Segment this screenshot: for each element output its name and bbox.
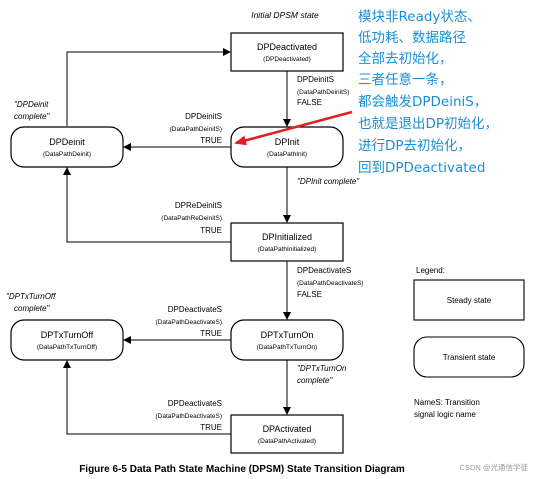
state-name: DPDeinit — [49, 137, 85, 147]
transition-subname: (DataPathDeactivateS) — [156, 413, 222, 420]
initial-state-label: Initial DPSM state — [251, 10, 319, 20]
state-dpactivated: DPActivated (DataPathActivated) — [230, 414, 344, 454]
transition-name: DPDeinitS — [185, 112, 222, 121]
complete-line: "DPTxTurnOff — [6, 292, 56, 301]
transition-deinits-deact: DPDeinitS (DataPathDeinitS) FALSE — [297, 75, 349, 107]
complete-line: "DPTxTurnOn — [297, 364, 347, 373]
watermark: CSDN @光通信学徒 — [460, 462, 529, 472]
state-subname: (DataPathInit) — [267, 151, 307, 158]
legend-note-line: NameS: Transition — [414, 398, 480, 407]
state-subname: (DataPathDeinit) — [43, 151, 91, 158]
state-dptxturnoff: DPTxTurnOff (DataPathTxTurnOff) — [10, 319, 124, 361]
transition-value: TRUE — [200, 329, 222, 338]
state-subname: (DataPathTxTurnOn) — [257, 344, 317, 351]
state-dpinit: DPInit (DataPathInit) — [230, 126, 344, 168]
legend-transient-label: Transient state — [443, 353, 496, 362]
annotation-line: 全部去初始化， — [358, 50, 453, 67]
legend-steady-swatch — [413, 279, 525, 321]
complete-label-dpdeinit: "DPDeinit complete" — [14, 100, 50, 121]
annotation-line: 模块非Ready状态、 — [358, 9, 481, 25]
state-name: DPActivated — [263, 424, 312, 434]
legend-title: Legend: — [416, 266, 445, 275]
transition-value: FALSE — [297, 98, 322, 107]
transition-name: DPDeactivateS — [168, 305, 222, 314]
legend-note-line: signal logic name — [414, 410, 476, 419]
state-subname: (DataPathTxTurnOff) — [37, 344, 97, 351]
arrow-initialized-to-deinit — [63, 167, 231, 243]
transition-subname: (DataPathDeactivateS) — [297, 280, 363, 287]
complete-line: complete" — [297, 376, 333, 385]
state-dptxturnon: DPTxTurnOn (DataPathTxTurnOn) — [230, 319, 344, 361]
state-name: DPDeactivated — [257, 42, 317, 52]
annotation-line: 都会触发DPDeiniS， — [358, 94, 487, 110]
annotation-line: 进行DP去初始化， — [358, 137, 471, 154]
state-dpinitialized: DPInitialized (DataPathInitialized) — [230, 222, 344, 262]
annotation-line: 三者任意一条， — [358, 71, 453, 88]
complete-line: complete" — [14, 112, 50, 121]
transition-value: FALSE — [297, 290, 322, 299]
annotation-note: 模块非Ready状态、 低功耗、数据路径 全部去初始化， 三者任意一条， 都会触… — [358, 9, 498, 176]
state-subname: (DPDeactivated) — [263, 56, 311, 63]
state-name: DPTxTurnOn — [261, 330, 314, 340]
legend: Legend: Steady state Transient state Nam… — [413, 266, 525, 419]
transition-subname: (DataPathDeactivateS) — [156, 319, 222, 326]
legend-transient-swatch — [413, 336, 525, 378]
state-name: DPInitialized — [262, 232, 312, 242]
state-subname: (DataPathActivated) — [258, 438, 316, 445]
transition-deactivates-init: DPDeactivateS (DataPathDeactivateS) FALS… — [297, 266, 363, 299]
arrow-activated-to-turnoff — [63, 360, 231, 435]
transition-value: TRUE — [200, 226, 222, 235]
complete-line: complete" — [14, 304, 50, 313]
legend-steady-label: Steady state — [447, 296, 492, 305]
complete-label-dptxturnon: "DPTxTurnOn complete" — [297, 364, 347, 385]
transition-deinits-init: DPDeinitS (DataPathDeinitS) TRUE — [170, 112, 222, 145]
transition-value: TRUE — [200, 423, 222, 432]
transition-name: DPDeactivateS — [297, 266, 351, 275]
transition-deactivates-act: DPDeactivateS (DataPathDeactivateS) TRUE — [156, 399, 222, 432]
transition-subname: (DataPathReDeinitS) — [161, 215, 222, 222]
transition-name: DPReDeinitS — [175, 201, 222, 210]
state-dpdeinit: DPDeinit (DataPathDeinit) — [10, 126, 124, 168]
state-name: DPTxTurnOff — [41, 330, 94, 340]
annotation-line: 也就是退出DP初始化， — [358, 115, 498, 132]
state-subname: (DataPathInitialized) — [258, 246, 317, 253]
transition-value: TRUE — [200, 136, 222, 145]
transition-subname: (DataPathDeinitS) — [170, 126, 222, 133]
transition-deactivates-turnon: DPDeactivateS (DataPathDeactivateS) TRUE — [156, 305, 222, 338]
complete-label-dptxturnoff: "DPTxTurnOff complete" — [6, 292, 56, 313]
state-name: DPInit — [275, 137, 300, 147]
transition-subname: (DataPathDeinitS) — [297, 89, 349, 96]
state-dpdeactivated: DPDeactivated (DPDeactivated) — [230, 32, 344, 72]
annotation-line: 低功耗、数据路径 — [358, 30, 466, 46]
complete-label-dpinit: "DPInit complete" — [297, 177, 360, 186]
transition-name: DPDeactivateS — [168, 399, 222, 408]
annotation-line: 回到DPDeactivated — [358, 160, 485, 176]
figure-caption: Figure 6-5 Data Path State Machine (DPSM… — [79, 464, 405, 475]
arrow-deinit-to-deact — [66, 48, 231, 126]
transition-name: DPDeinitS — [297, 75, 334, 84]
complete-line: "DPDeinit — [14, 100, 49, 109]
transition-redeinits: DPReDeinitS (DataPathReDeinitS) TRUE — [161, 201, 222, 235]
annotation-arrow — [234, 110, 353, 146]
